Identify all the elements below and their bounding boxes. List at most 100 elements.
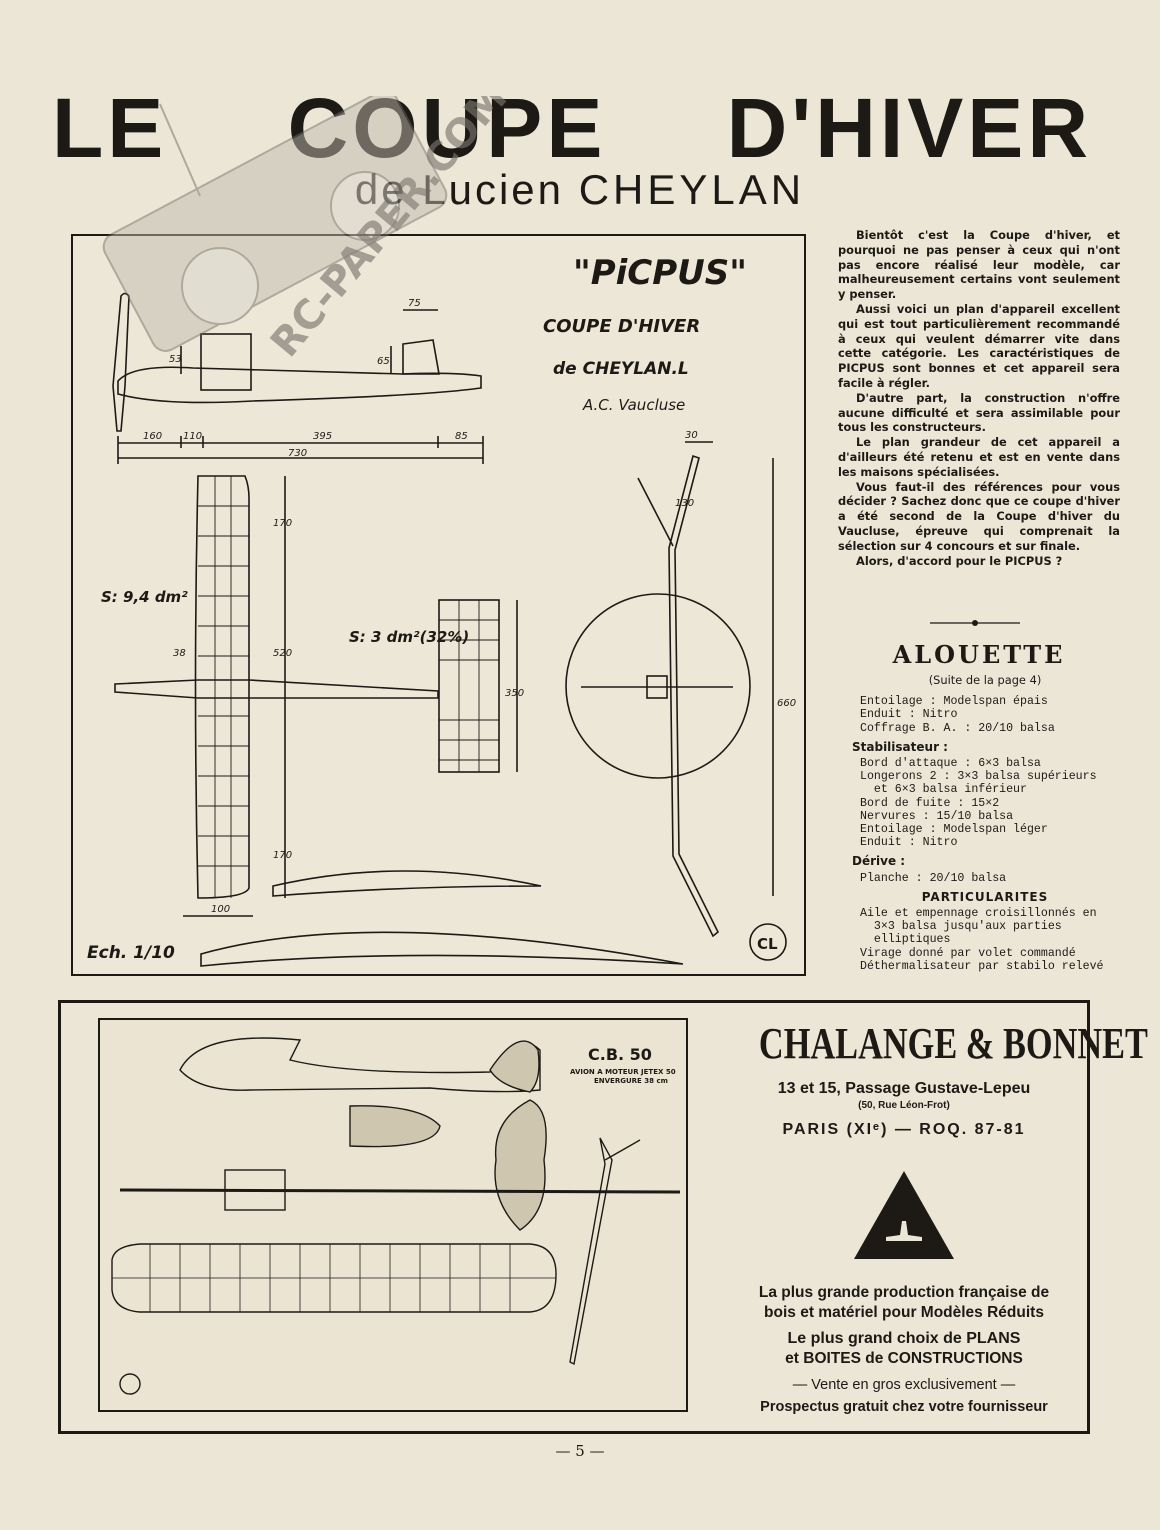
- tagline-6: Prospectus gratuit chez votre fournisseu…: [760, 1399, 1048, 1415]
- particularites-heading: PARTICULARITES: [921, 889, 1049, 904]
- article-paragraph-4: Le plan grandeur de cet appareil a d'ail…: [838, 435, 1120, 479]
- ad-taglines: La plus grande production française de b…: [718, 1283, 1090, 1417]
- cb50-wing-tip-part: [349, 1105, 441, 1148]
- plan-club: A.C. Vaucluse: [582, 396, 685, 414]
- brand-name: CHALANGE & BONNET: [758, 1019, 1148, 1068]
- dim-30: 30: [685, 430, 698, 441]
- dim-75: 75: [408, 298, 421, 309]
- cb50-stab-top: [494, 1099, 547, 1231]
- plan-designer: de CHEYLAN.L: [553, 359, 689, 379]
- cb50-span-note: ENVERGURE 38 cm: [594, 1077, 668, 1085]
- spec-line: Bord d'attaque : 6×3 balsa: [860, 757, 1041, 771]
- cb50-side-fuselage: [179, 1037, 541, 1093]
- monogram-circle: [749, 923, 787, 961]
- side-fin: [402, 339, 440, 375]
- top-fuselage: [114, 679, 439, 699]
- side-wing-section: [200, 333, 252, 391]
- cb50-front-view: [569, 1137, 613, 1366]
- spec-line: Planche : 20/10 balsa: [860, 871, 1007, 885]
- section-separator: [930, 620, 1020, 626]
- spec-line: Déthermalisateur par stabilo relevé: [860, 959, 1104, 973]
- cb50-logo: [119, 1373, 141, 1395]
- address-line-3: PARIS (XIᵉ) — ROQ. 87-81: [782, 1121, 1026, 1138]
- tagline-3: Le plus grand choix de PLANS: [787, 1330, 1021, 1347]
- cb50-plan: C.B. 50 AVION A MOTEUR JETEX 50 ENVERGUR…: [98, 1018, 688, 1412]
- spec-line: Aile et empennage croisillonnés en: [860, 907, 1097, 921]
- dim-350: 350: [505, 688, 524, 699]
- spec-line: Entoilage : Modelspan épais: [860, 695, 1048, 709]
- alouette-title: ALOUETTE: [892, 640, 1066, 669]
- dim-38: 38: [173, 648, 186, 659]
- wing-area-label: S: 9,4 dm²: [101, 588, 188, 606]
- dim-110: 110: [183, 431, 202, 442]
- plan-scale: Ech. 1/10: [87, 943, 175, 963]
- spec-line: Enduit : Nitro: [860, 836, 958, 850]
- spec-line: Enduit : Nitro: [860, 708, 958, 722]
- plan-subtitle: COUPE D'HIVER: [543, 316, 700, 337]
- tagline-1: La plus grande production française de: [758, 1284, 1050, 1301]
- dim-53: 53: [169, 354, 182, 365]
- spec-line: Bord de fuite : 15×2: [860, 796, 1000, 810]
- spec-line: Longerons 2 : 3×3 balsa supérieurs: [860, 770, 1097, 784]
- cb50-subtitle: AVION A MOTEUR JETEX 50: [570, 1068, 676, 1076]
- spec-line: Virage donné par volet commandé: [860, 946, 1076, 960]
- dim-100: 100: [211, 904, 230, 915]
- chalange-bonnet-ad: CHALANGE & BONNET 13 et 15, Passage Gust…: [718, 1018, 1148, 1417]
- article-paragraph-6: Alors, d'accord pour le PICPUS ?: [856, 553, 1063, 568]
- spec-line: Entoilage : Modelspan léger: [860, 823, 1048, 837]
- alouette-specs: (Suite de la page 4) Entoilage : Modelsp…: [852, 673, 1110, 973]
- wing-profile: [200, 931, 684, 967]
- dim-660: 660: [777, 698, 796, 709]
- article: Bientôt c'est la Coupe d'hiver, et pourq…: [838, 228, 1120, 568]
- dim-730: 730: [288, 448, 307, 459]
- tagline-5: — Vente en gros exclusivement —: [792, 1377, 1016, 1393]
- plan-drawing: "PiCPUS" COUPE D'HIVER de CHEYLAN.L A.C.…: [87, 253, 796, 967]
- alouette-continued: (Suite de la page 4): [928, 673, 1042, 687]
- dim-395: 395: [313, 431, 332, 442]
- article-paragraph-2: Aussi voici un plan d'appareil excellent…: [838, 301, 1120, 390]
- front-view-fin: [668, 454, 720, 938]
- article-paragraph-1: Bientôt c'est la Coupe d'hiver, et pourq…: [838, 228, 1120, 302]
- tagline-4: et BOITES de CONSTRUCTIONS: [785, 1350, 1023, 1367]
- cb50-wing-top-view: [111, 1243, 557, 1313]
- brand-triangle-logo: [854, 1171, 954, 1259]
- tagline-2: bois et matériel pour Modèles Réduits: [764, 1304, 1044, 1321]
- byline-prefix: de Lucien: [354, 166, 565, 213]
- spec-line: Coffrage B. A. : 20/10 balsa: [860, 721, 1055, 735]
- dim-160: 160: [143, 431, 162, 442]
- address-line-1: 13 et 15, Passage Gustave-Lepeu: [777, 1080, 1031, 1097]
- dim-170-bottom: 170: [273, 850, 292, 861]
- picpus-plan: "PiCPUS" COUPE D'HIVER de CHEYLAN.L A.C.…: [71, 234, 806, 976]
- propeller-blade-up: [112, 292, 130, 387]
- dim-130: 130: [675, 498, 694, 509]
- byline: de Lucien CHEYLAN: [0, 166, 1160, 214]
- cb50-title: C.B. 50: [588, 1045, 652, 1064]
- article-paragraph-3: D'autre part, la construction n'offre au…: [838, 390, 1120, 435]
- byline-name: CHEYLAN: [578, 166, 806, 213]
- propeller-blade-down: [112, 385, 126, 432]
- spec-line: et 6×3 balsa inférieur: [860, 783, 1027, 797]
- title-word-hiver: D'HIVER: [726, 81, 1092, 175]
- prop-disc: [565, 593, 751, 779]
- spec-line: elliptiques: [860, 933, 951, 947]
- spec-line: 3×3 balsa jusqu'aux parties: [860, 920, 1062, 934]
- plan-name: "PiCPUS": [573, 253, 747, 293]
- stab-heading: Stabilisateur :: [852, 739, 948, 754]
- cb50-fin: [489, 1040, 540, 1093]
- spec-line: Nervures : 15/10 balsa: [860, 809, 1014, 823]
- dim-85: 85: [455, 431, 468, 442]
- title-word-coupe: COUPE: [287, 81, 607, 175]
- top-wing: [194, 475, 250, 899]
- dim-520: 520: [273, 648, 292, 659]
- cb50-fuselage-center: [224, 1169, 286, 1211]
- top-stabilizer: [438, 599, 500, 773]
- dim-65: 65: [377, 356, 390, 367]
- dim-170-top: 170: [273, 518, 292, 529]
- stab-profile: [272, 870, 542, 897]
- page-number: — 5 —: [555, 1442, 605, 1460]
- article-paragraph-5: Vous faut-il des références pour vous dé…: [838, 479, 1120, 553]
- title-word-le: LE: [52, 81, 168, 175]
- derive-heading: Dérive :: [852, 854, 906, 869]
- address-line-2: (50, Rue Léon-Frot): [858, 1100, 950, 1111]
- cb50-drawing: C.B. 50 AVION A MOTEUR JETEX 50 ENVERGUR…: [111, 1037, 681, 1395]
